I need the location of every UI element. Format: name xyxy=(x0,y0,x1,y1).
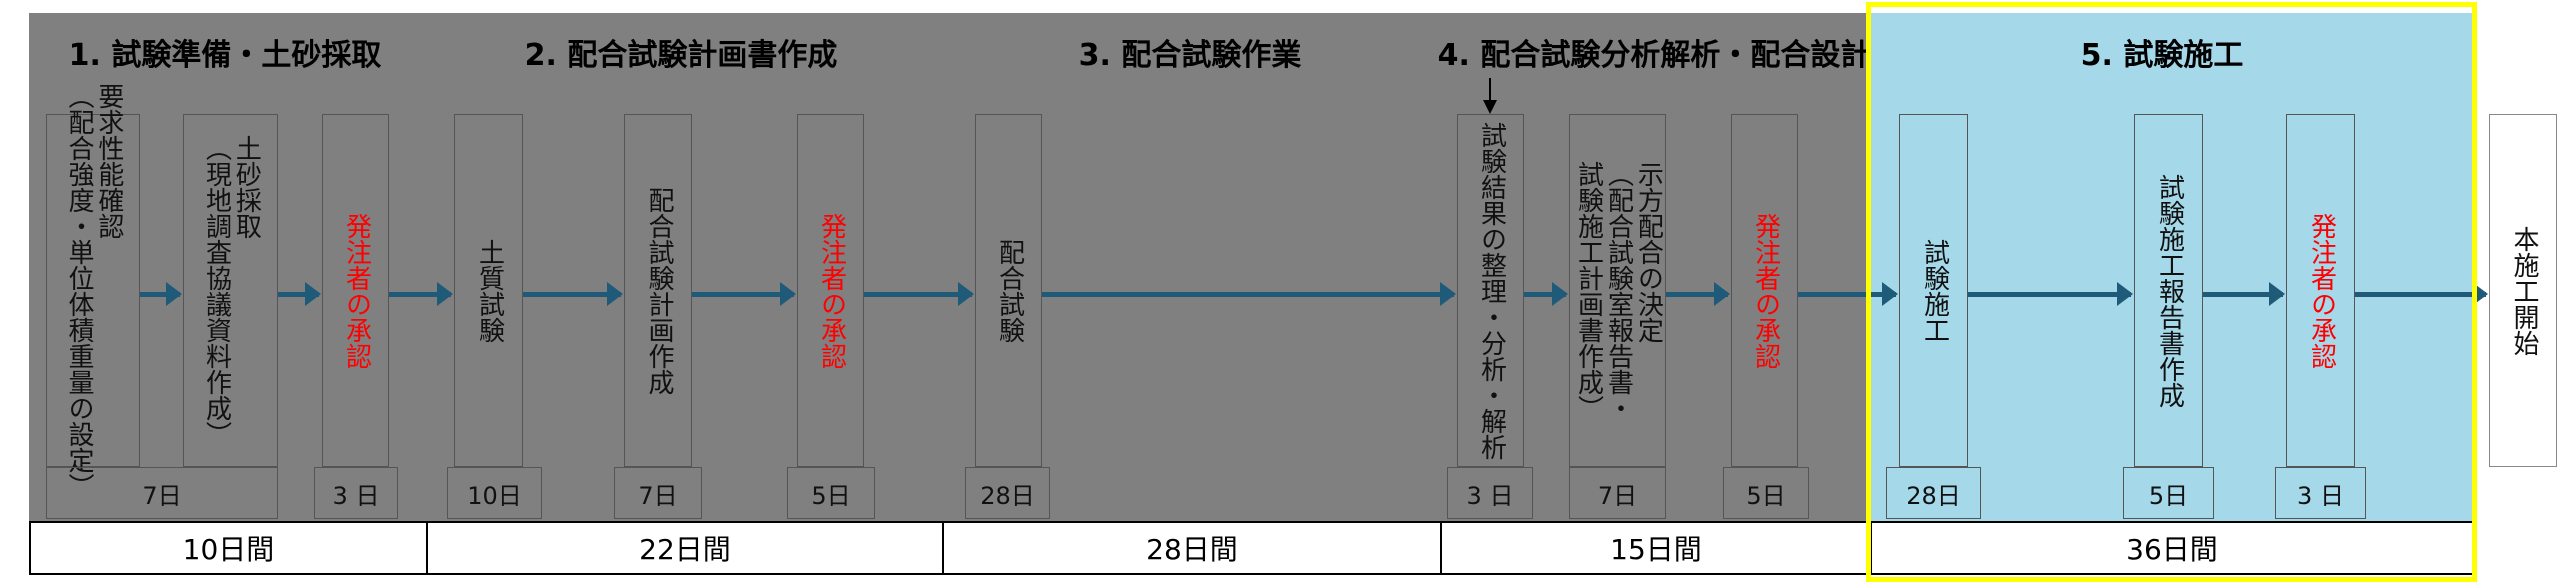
approval-box: 発注者の承認 xyxy=(322,114,389,467)
flow-arrow xyxy=(523,282,623,306)
step-label: 示方配合の決定 （配合試験室報告書・ 試験施工計画書作成） xyxy=(1573,160,1664,421)
phase-1-total: 10日間 xyxy=(29,521,428,575)
phase-3-title: 3. 配合試験作業 xyxy=(1078,38,1302,73)
step-box: 示方配合の決定 （配合試験室報告書・ 試験施工計画書作成） xyxy=(1569,114,1666,467)
flow-arrow xyxy=(1968,282,2133,306)
flow-arrow xyxy=(1666,282,1730,306)
phase-background xyxy=(29,13,1870,521)
duration-box: 5日 xyxy=(787,467,875,519)
flow-arrow xyxy=(278,282,321,306)
step-box: 配合試験 xyxy=(975,114,1042,467)
duration-box: 28日 xyxy=(1886,467,1981,519)
flow-arrow xyxy=(1042,282,1456,306)
approval-label: 発注者の承認 xyxy=(816,212,847,369)
duration-box: 10日 xyxy=(447,467,542,519)
duration-box: 5日 xyxy=(1723,467,1809,519)
phase-5-title: 5. 試験施工 xyxy=(2080,38,2244,73)
duration-box: 3 日 xyxy=(314,467,398,519)
phase-2-total: 22日間 xyxy=(426,521,944,575)
highlight-frame xyxy=(1866,2,2477,582)
duration-box: 7日 xyxy=(46,467,278,519)
step-label: 要求性能確認 （配合強度・単位体積重量の設定） xyxy=(64,82,124,499)
flow-arrow xyxy=(140,282,182,306)
step-label: 試験結果の整理・分析・解析 xyxy=(1476,121,1507,460)
step-box: 試験施工 xyxy=(1899,114,1968,467)
approval-label: 発注者の承認 xyxy=(1750,212,1781,369)
phase-2-title: 2. 配合試験計画書作成 xyxy=(524,38,838,73)
flow-arrow xyxy=(692,282,796,306)
step-label: 試験施工 xyxy=(1919,238,1950,343)
step-box: 試験結果の整理・分析・解析 xyxy=(1457,114,1524,467)
down-arrow-head-icon xyxy=(1483,100,1497,114)
phase-3-total: 28日間 xyxy=(942,521,1442,575)
flow-arrow xyxy=(2203,282,2285,306)
step-box: 要求性能確認 （配合強度・単位体積重量の設定） xyxy=(46,83,140,499)
step-label: 本施工開始 xyxy=(2508,225,2539,356)
approval-box: 発注者の承認 xyxy=(1731,114,1798,467)
approval-label: 発注者の承認 xyxy=(2306,212,2337,369)
step-label: 試験施工報告書作成 xyxy=(2154,173,2185,408)
flow-arrow xyxy=(864,282,974,306)
flow-arrow xyxy=(1798,282,1898,306)
step-box: 土質試験 xyxy=(454,114,523,467)
duration-box: 3 日 xyxy=(2275,467,2366,519)
duration-box: 3 日 xyxy=(1447,467,1533,519)
approval-label: 発注者の承認 xyxy=(341,212,372,369)
step-label: 土砂採取 （現地調査協議資料作成） xyxy=(201,134,262,447)
phase-5-total: 36日間 xyxy=(1870,521,2474,575)
flow-arrow xyxy=(1524,282,1568,306)
phase-4-title: 4. 配合試験分析解析・配合設計 xyxy=(1437,38,1871,73)
down-arrow-icon xyxy=(1489,78,1491,102)
duration-box: 7日 xyxy=(614,467,702,519)
phase-1-title: 1. 試験準備・土砂採取 xyxy=(68,38,382,73)
phase-4-total: 15日間 xyxy=(1440,521,1872,575)
step-label: 配合試験計画作成 xyxy=(643,186,674,395)
step-box: 土砂採取 （現地調査協議資料作成） xyxy=(183,114,278,467)
step-label: 土質試験 xyxy=(474,238,505,343)
step-label: 配合試験 xyxy=(994,238,1025,343)
duration-box: 7日 xyxy=(1569,467,1666,519)
approval-box: 発注者の承認 xyxy=(2286,114,2355,467)
main-construction-start-box: 本施工開始 xyxy=(2489,114,2557,467)
step-box: 試験施工報告書作成 xyxy=(2134,114,2203,467)
flow-arrow xyxy=(389,282,453,306)
duration-box: 28日 xyxy=(965,467,1050,519)
approval-box: 発注者の承認 xyxy=(797,114,864,467)
highlight-phase-background xyxy=(1870,13,2474,521)
duration-box: 5日 xyxy=(2123,467,2214,519)
step-box: 配合試験計画作成 xyxy=(624,114,692,467)
